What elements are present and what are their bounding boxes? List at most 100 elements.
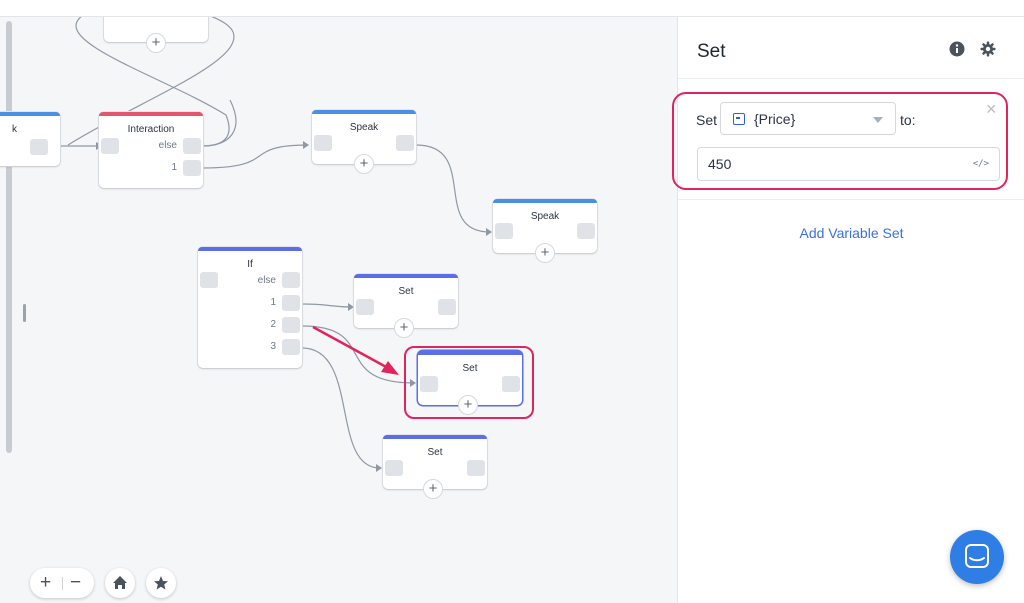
node-title: k [12,124,17,135]
node-title: Set [398,286,414,297]
node-header-bar [99,112,203,116]
add-step-button[interactable]: + [394,318,414,338]
add-variable-set-link[interactable]: Add Variable Set [799,225,904,241]
node-header-bar [493,199,597,203]
node-set-selected[interactable]: Set + [418,351,522,415]
home-icon [113,576,127,589]
value-input[interactable]: 450 </> [697,147,1000,181]
port-out[interactable] [577,223,595,239]
port-in[interactable] [314,135,332,151]
node-title: Speak [349,122,379,133]
node-header-bar [354,274,458,278]
port-1[interactable] [183,160,201,176]
connections-layer [58,17,492,472]
zoom-in-button[interactable]: + [40,572,52,593]
port-out[interactable] [30,139,48,155]
connection-if-set3 [301,347,381,469]
flow-canvas[interactable]: + k Interaction else 1 Speak + Speak + I… [0,17,677,603]
port-2[interactable] [282,317,300,333]
port-1[interactable] [282,295,300,311]
connection-if-set1 [301,303,353,308]
node-title: Set [427,447,443,458]
port-in[interactable] [420,376,438,392]
port-in[interactable] [495,223,513,239]
node-title: If [247,259,253,270]
variable-icon [733,113,745,125]
arrow-annotation [312,325,399,375]
port-else[interactable] [183,138,201,154]
node-speak[interactable]: Speak + [312,110,416,174]
add-step-button[interactable]: + [146,33,166,53]
node-header-bar [383,435,487,439]
arrowhead [303,141,309,149]
port-out[interactable] [502,376,520,392]
add-step-button[interactable]: + [423,479,443,499]
port-out[interactable] [396,135,414,151]
node-title: Speak [530,211,560,222]
zoom-divider [62,577,63,590]
zoom-out-button[interactable]: − [70,572,82,593]
add-step-button[interactable]: + [354,154,374,174]
info-icon[interactable] [949,41,965,57]
node-header-bar [418,351,522,355]
node-left-partial[interactable]: k [0,112,60,166]
set-row-divider [678,199,1024,200]
panel-title: Set [697,41,726,62]
node-header-bar [198,247,302,251]
port-in[interactable] [101,138,119,154]
home-button[interactable] [105,568,135,598]
add-step-button[interactable]: + [458,395,478,415]
arrowhead [376,464,382,472]
code-icon[interactable]: </> [972,159,989,169]
variable-select[interactable]: {Price} [720,102,896,135]
node-interaction[interactable]: Interaction else 1 [99,112,203,188]
gear-icon[interactable] [980,41,996,57]
node-speak[interactable]: Speak + [493,199,597,263]
star-icon [154,576,168,590]
favorites-button[interactable] [146,568,176,598]
connection-speak1-speak2 [415,144,491,233]
properties-panel: Set Set {Price} to: × 450 </> Add Variab… [672,17,1024,603]
variable-select-value: {Price} [754,111,796,127]
close-icon[interactable]: × [986,99,997,119]
port-label-else: else [257,275,276,286]
node-if[interactable]: If else 1 2 3 [198,247,302,368]
arrowhead [348,303,354,311]
node-top-partial[interactable]: + [104,17,208,53]
resize-handle[interactable] [23,304,26,322]
to-label: to: [900,112,916,128]
port-in[interactable] [356,299,374,315]
top-bar [0,0,1024,17]
selected-node-highlight [404,346,534,419]
arrowhead [410,379,416,387]
panel-header-divider [678,78,1024,79]
node-title: Set [462,363,478,374]
arrowhead [486,228,492,236]
node-header-bar [0,112,60,116]
port-in[interactable] [385,460,403,476]
zoom-controls: + − [30,568,94,598]
connection-loop-b [201,99,237,147]
set-row-highlight [672,92,1008,190]
chat-icon [965,544,989,568]
connection-loop-a [67,17,235,147]
port-out[interactable] [438,299,456,315]
port-3[interactable] [282,339,300,355]
node-header-bar [312,110,416,114]
vertical-scrollbar[interactable] [6,21,12,453]
port-label-1: 1 [270,297,276,308]
connection-interaction-speak1 [201,144,309,169]
node-set[interactable]: Set + [354,274,458,338]
node-title: Interaction [127,124,175,135]
port-else[interactable] [282,272,300,288]
caret-down-icon [873,117,883,123]
port-in[interactable] [200,272,218,288]
port-out[interactable] [467,460,485,476]
chat-launcher-button[interactable] [950,530,1004,584]
port-label-1: 1 [171,162,177,173]
node-set[interactable]: Set + [383,435,487,499]
add-step-button[interactable]: + [535,243,555,263]
set-label: Set [696,112,718,128]
connection-if-set2 [301,325,415,384]
port-label-2: 2 [270,319,276,330]
